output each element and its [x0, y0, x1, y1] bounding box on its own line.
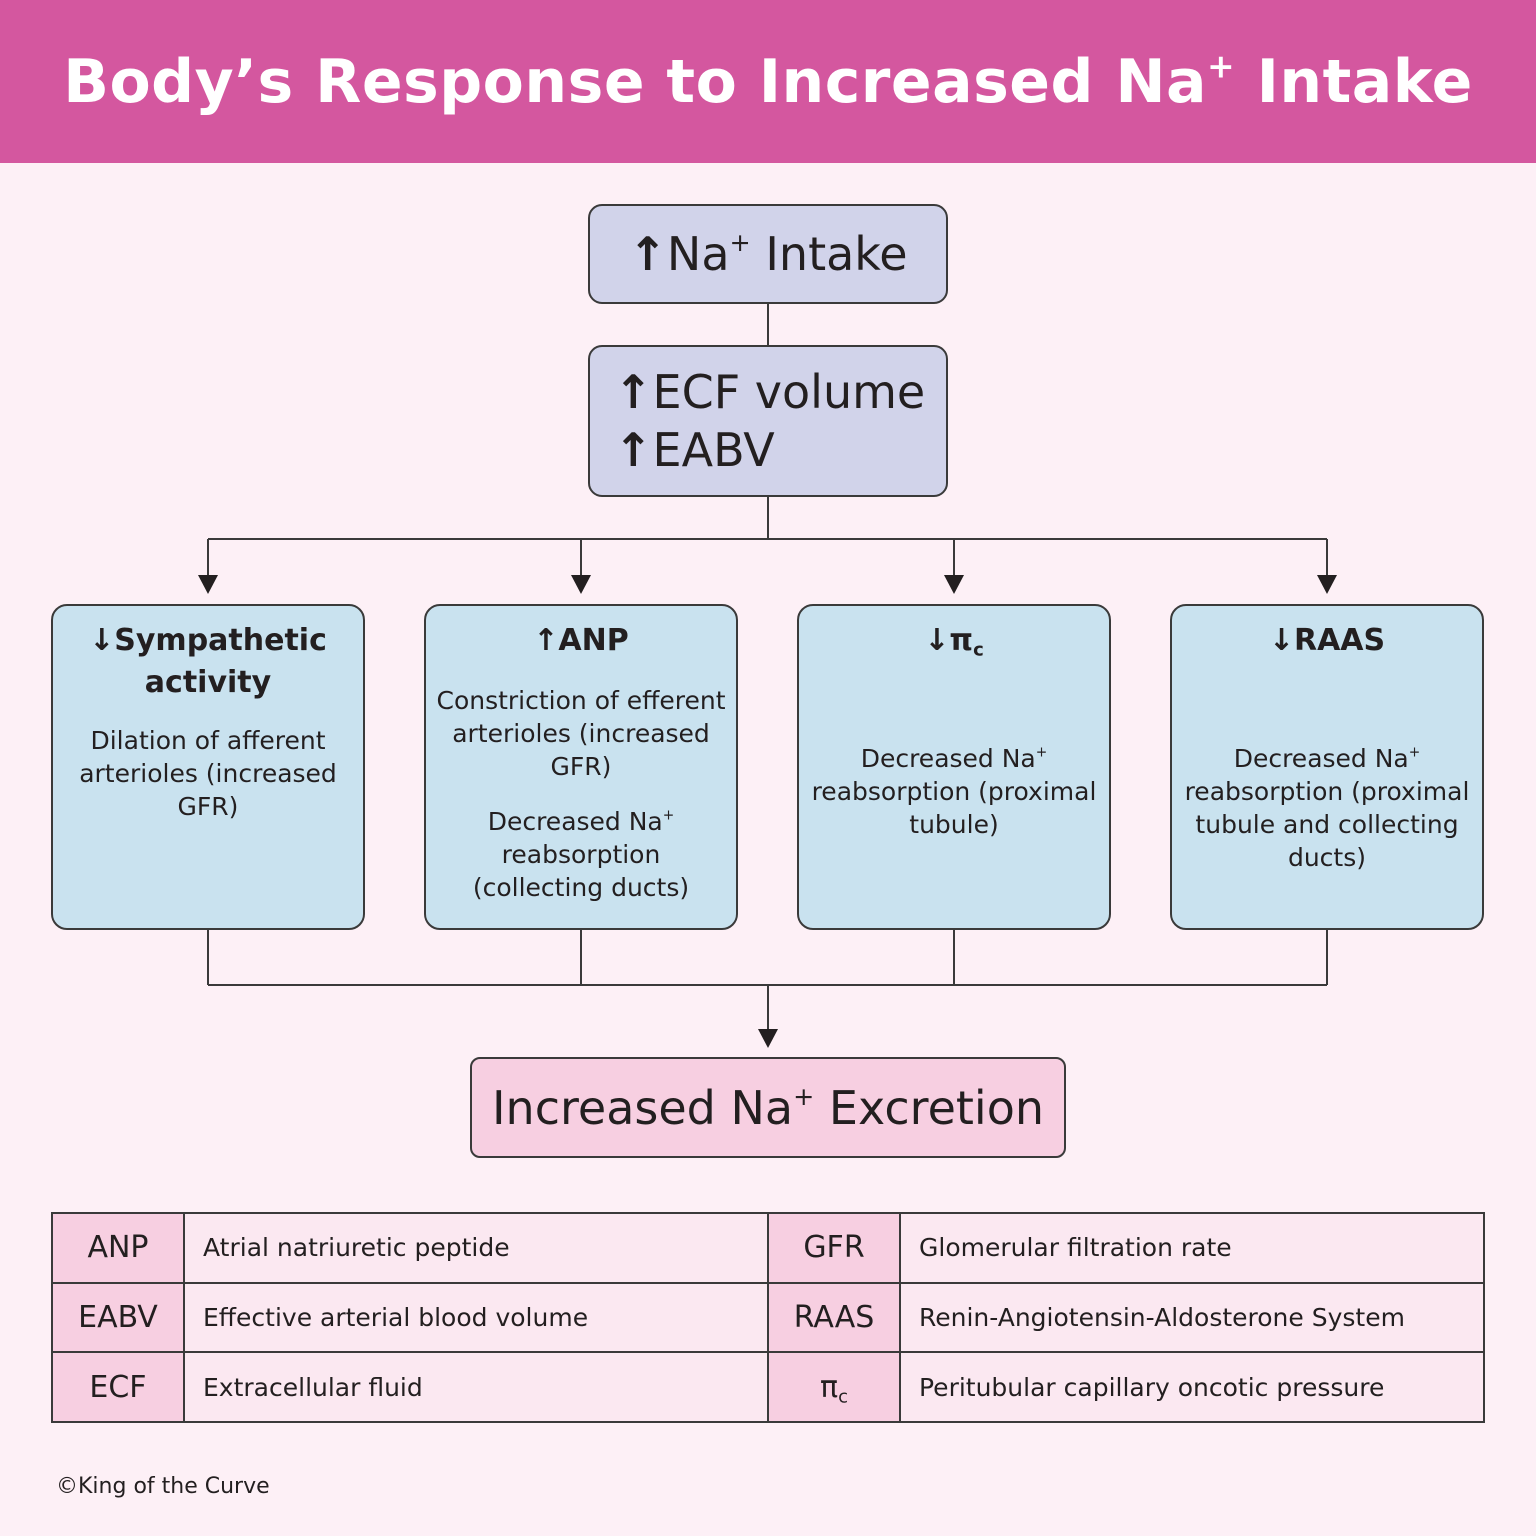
up-arrow-icon: ↑ — [533, 623, 559, 658]
mechanism-title: ↓RAAS — [1268, 623, 1386, 658]
copyright-notice: ©King of the Curve — [56, 1474, 270, 1499]
arrowhead-result — [758, 1029, 778, 1048]
arrowhead-sympathetic — [198, 575, 218, 594]
ecf-eabv-node: ↑ECF volume ↑EABV — [588, 345, 948, 497]
mechanism-title: ↓Sympathetic — [89, 623, 327, 658]
legend-abbr: ANP — [51, 1212, 185, 1284]
arrowhead-anp — [571, 575, 591, 594]
legend-definition: Extracellular fluid — [183, 1351, 769, 1423]
mechanism-description: Dilation of afferent arterioles (increas… — [79, 726, 337, 821]
ecf-volume-line: ↑ECF volume — [614, 365, 926, 419]
mechanism-description: Decreased Na+ reabsorption (proximal tub… — [1184, 744, 1470, 872]
legend-abbr: ECF — [51, 1351, 185, 1423]
mechanism-title-line2: activity — [144, 665, 272, 700]
arrowhead-pi-c — [944, 575, 964, 594]
anp-node: ↑ANP Constriction of efferent arterioles… — [424, 604, 738, 930]
mechanism-title: ↑ANP — [533, 623, 629, 658]
na-intake-label: Na+ Intake — [666, 227, 908, 281]
legend-definition: Glomerular filtration rate — [899, 1212, 1485, 1284]
legend-definition: Peritubular capillary oncotic pressure — [899, 1351, 1485, 1423]
na-excretion-node: Increased Na+ Excretion — [470, 1057, 1066, 1158]
up-arrow-icon: ↑ — [628, 227, 667, 281]
legend-abbr: GFR — [767, 1212, 901, 1284]
legend-abbr: RAAS — [767, 1281, 901, 1354]
legend-definition: Effective arterial blood volume — [183, 1281, 769, 1354]
up-arrow-icon: ↑ — [614, 423, 653, 477]
legend-row: EABV Effective arterial blood volume RAA… — [51, 1281, 1485, 1354]
legend-abbr: EABV — [51, 1281, 185, 1354]
arrowhead-raas — [1317, 575, 1337, 594]
mechanism-description: Decreased Na+ reabsorption (proximal tub… — [811, 744, 1097, 839]
mechanism-description-2: Decreased Na+ reabsorption (collecting d… — [472, 807, 690, 902]
legend-definition: Renin-Angiotensin-Aldosterone System — [899, 1281, 1485, 1354]
legend-row: ANP Atrial natriuretic peptide GFR Glome… — [51, 1212, 1485, 1284]
na-excretion-label: Increased Na+ Excretion — [491, 1080, 1044, 1135]
raas-node: ↓RAAS Decreased Na+ reabsorption (proxim… — [1170, 604, 1484, 930]
pi-c-node: ↓πc Decreased Na+ reabsorption (proximal… — [797, 604, 1111, 930]
sympathetic-activity-node: ↓Sympathetic activity Dilation of affere… — [51, 604, 365, 930]
down-arrow-icon: ↓ — [924, 623, 950, 658]
legend-abbr: πc — [767, 1351, 901, 1423]
down-arrow-icon: ↓ — [89, 623, 115, 658]
legend-row: ECF Extracellular fluid πc Peritubular c… — [51, 1351, 1485, 1423]
na-intake-node: ↑Na+ Intake — [588, 204, 948, 304]
eabv-line: ↑EABV — [614, 423, 775, 477]
abbreviation-legend: ANP Atrial natriuretic peptide GFR Glome… — [51, 1212, 1485, 1423]
up-arrow-icon: ↑ — [614, 365, 653, 419]
page-title: Body’s Response to Increased Na+ Intake — [63, 45, 1473, 117]
mechanism-description: Constriction of efferent arterioles (inc… — [436, 686, 726, 781]
down-arrow-icon: ↓ — [1268, 623, 1294, 658]
title-banner: Body’s Response to Increased Na+ Intake — [0, 0, 1536, 163]
mechanism-title: ↓πc — [924, 623, 984, 661]
legend-definition: Atrial natriuretic peptide — [183, 1212, 769, 1284]
